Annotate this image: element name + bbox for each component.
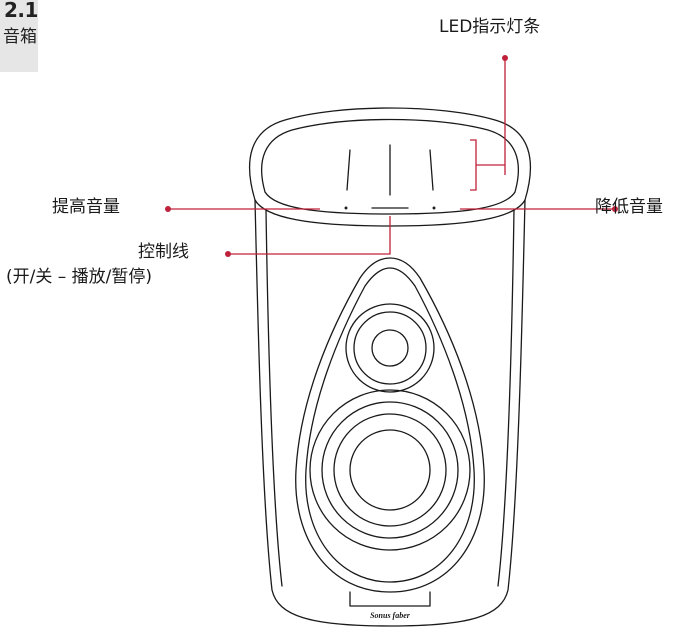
volume-up-label: 提高音量 — [52, 197, 120, 217]
volume-down-label: 降低音量 — [595, 197, 663, 217]
section-title: 音箱 — [3, 27, 37, 47]
brand-logo: Sonus faber — [370, 611, 411, 620]
led-callout-dot — [502, 55, 508, 61]
section-tab: 2.1 音箱 — [0, 0, 38, 72]
volume-down-callout-dot — [612, 206, 618, 212]
control-line-description: (开/关 – 播放/暂停) — [6, 267, 153, 287]
led-strip-label: LED指示灯条 — [439, 17, 541, 37]
woofer-outer — [309, 389, 471, 551]
speaker-body — [254, 199, 526, 627]
control-callout-dot — [225, 251, 231, 257]
led-callout-line — [470, 58, 506, 191]
tweeter-outer — [345, 303, 435, 393]
speaker-top-inner — [261, 118, 519, 215]
control-line-label: 控制线 — [138, 242, 189, 262]
control-callout-line — [228, 216, 391, 255]
section-number: 2.1 — [4, 0, 38, 22]
tweeter-dome — [371, 329, 409, 367]
woofer-cone — [349, 429, 431, 511]
speaker-top-outer — [248, 107, 532, 227]
speaker-front-panel — [295, 257, 485, 593]
volume-up-callout-dot — [165, 206, 171, 212]
